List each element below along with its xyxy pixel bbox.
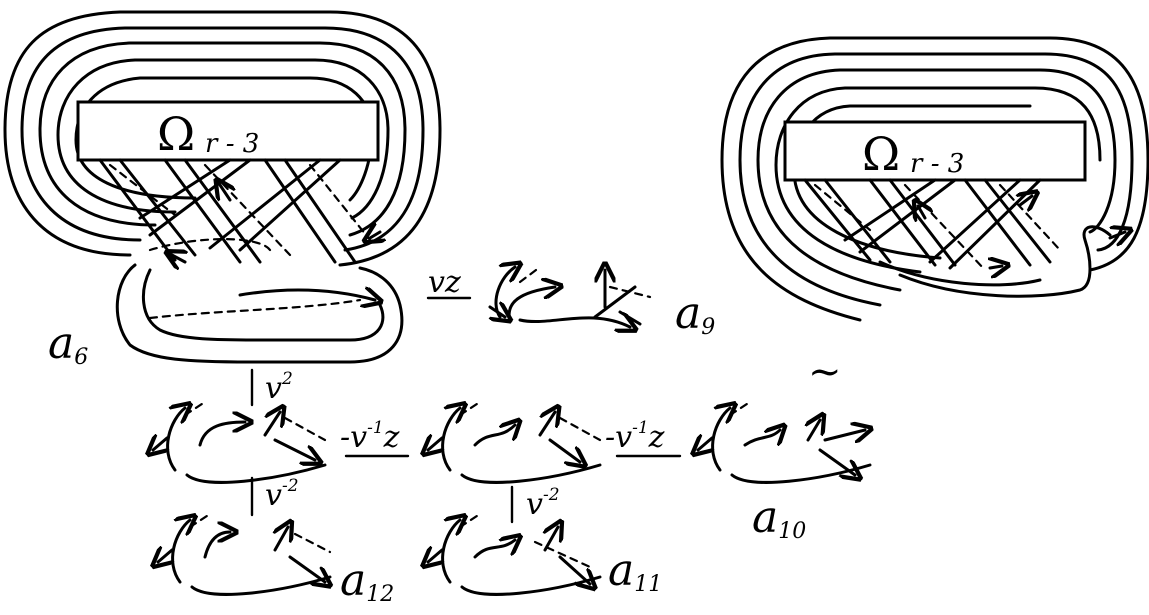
tangle-row2-middle bbox=[428, 402, 602, 484]
coef-vz: vz bbox=[428, 265, 461, 300]
left-omega-symbol: Ω bbox=[157, 107, 195, 161]
label-a11: a11 bbox=[608, 545, 662, 597]
tangle-a9 bbox=[488, 267, 652, 327]
coef-mv1z-left: -v-1z bbox=[340, 418, 400, 455]
left-omega-subscript: r - 3 bbox=[205, 129, 259, 159]
label-a6: a6 bbox=[48, 318, 88, 370]
coef-v-minus2-left: v-2 bbox=[265, 476, 299, 513]
right-omega-subscript: r - 3 bbox=[910, 149, 964, 179]
equivalence-symbol: ~ bbox=[808, 349, 842, 395]
right-outer-loops bbox=[720, 36, 1149, 322]
tangle-a11 bbox=[428, 514, 602, 596]
tangle-a10 bbox=[698, 402, 870, 484]
left-lower-band bbox=[115, 238, 404, 364]
coef-v2: v2 bbox=[265, 369, 293, 406]
right-knot-diagram: Ω r - 3 bbox=[720, 36, 1149, 322]
left-omega-box bbox=[76, 100, 380, 162]
coef-v-minus2-mid: v-2 bbox=[526, 485, 560, 522]
label-a9: a9 bbox=[675, 288, 715, 340]
tangle-row2-left bbox=[153, 402, 325, 484]
left-braid bbox=[98, 158, 380, 264]
label-a10: a10 bbox=[752, 492, 806, 544]
coef-mv1z-right: -v-1z bbox=[605, 418, 665, 455]
tangle-a12 bbox=[158, 514, 330, 596]
right-braid bbox=[803, 178, 1125, 298]
left-knot-diagram: Ω r - 3 bbox=[3, 10, 442, 364]
right-omega-box bbox=[783, 120, 1087, 182]
left-outer-loops bbox=[3, 10, 442, 267]
label-a12: a12 bbox=[340, 555, 394, 607]
right-omega-symbol: Ω bbox=[862, 127, 900, 181]
